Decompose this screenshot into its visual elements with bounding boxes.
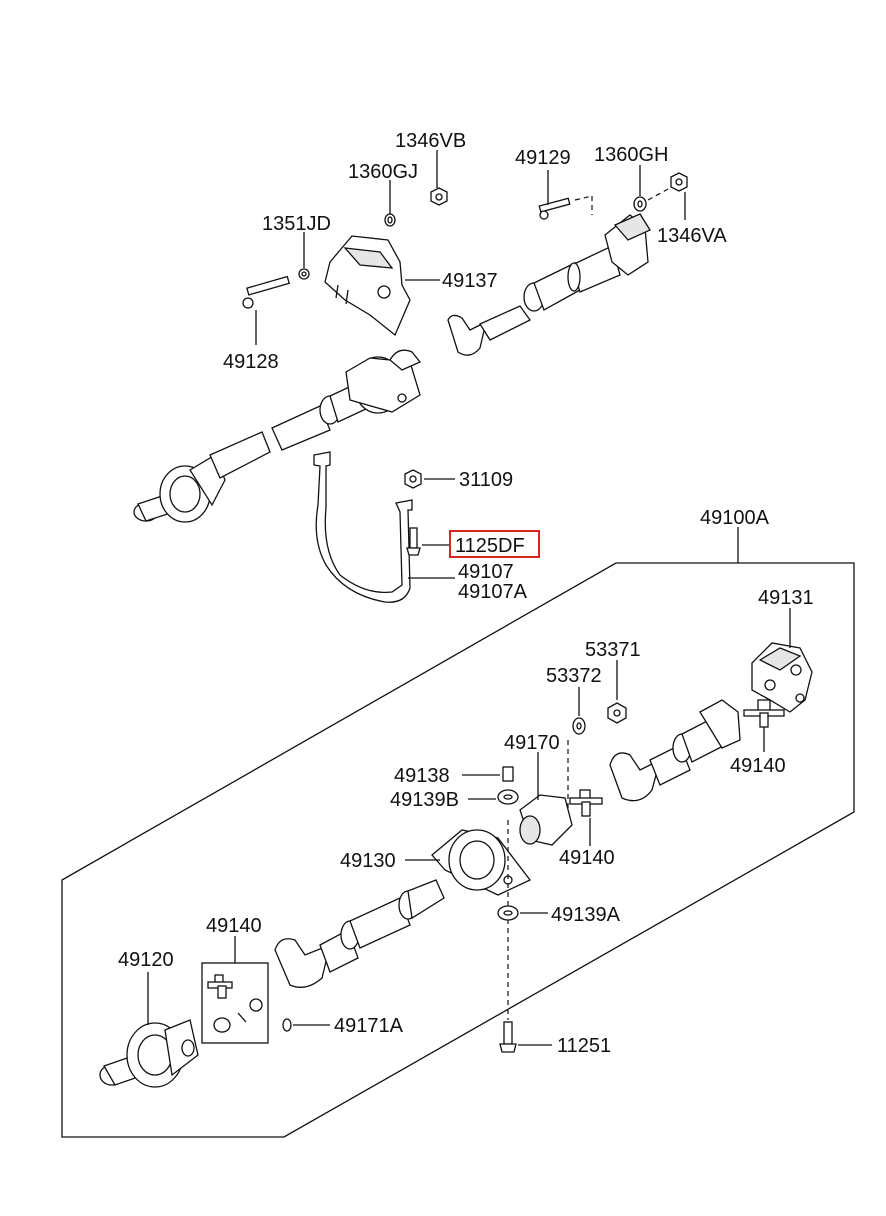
label-49171A: 49171A — [334, 1015, 404, 1037]
nut-31109 — [404, 469, 422, 489]
label-49140-upper: 49140 — [730, 755, 786, 777]
washer-1360GJ — [384, 213, 396, 227]
bolt-49128 — [242, 275, 291, 309]
nut-1346VB — [430, 187, 448, 206]
bolt-1125DF — [406, 527, 421, 556]
label-49130: 49130 — [340, 850, 396, 872]
label-49100A: 49100A — [700, 507, 770, 529]
rear-shaft-lower — [609, 699, 741, 802]
universal-joint-49140-mid — [569, 789, 603, 817]
label-49107: 49107 — [458, 561, 514, 583]
front-shaft-upper — [133, 349, 422, 523]
washer-1351JD — [298, 268, 310, 280]
flange-yoke-49131 — [751, 642, 813, 713]
washer-53372 — [572, 717, 586, 735]
label-1346VA: 1346VA — [657, 225, 727, 247]
label-1360GH: 1360GH — [594, 144, 669, 166]
highlight-box-1125DF — [449, 530, 540, 558]
label-49129: 49129 — [515, 147, 571, 169]
label-1346VB: 1346VB — [395, 130, 466, 152]
washer-1360GH — [633, 196, 647, 212]
label-53371: 53371 — [585, 639, 641, 661]
assembly-boundary-49100A — [61, 562, 855, 1138]
bolt-11251 — [499, 1021, 517, 1053]
rear-shaft-upper — [447, 213, 651, 356]
nut-53371 — [607, 702, 627, 724]
dash-49129 — [574, 195, 593, 201]
dash-1346VA — [647, 187, 671, 201]
label-1125DF: 1125DF — [455, 535, 525, 557]
bush-49139A — [497, 905, 519, 921]
label-49137: 49137 — [442, 270, 498, 292]
label-31109: 31109 — [459, 469, 513, 491]
snap-ring-49171A — [282, 1018, 292, 1032]
flange-yoke-49170 — [519, 794, 573, 846]
label-11251: 11251 — [557, 1035, 611, 1057]
universal-joint-49140-lower — [207, 974, 263, 1033]
label-49107A: 49107A — [458, 581, 528, 603]
strap-49107 — [313, 451, 413, 603]
center-bearing-49130 — [431, 829, 532, 896]
grease-fitting-49138 — [502, 766, 514, 782]
label-49128: 49128 — [223, 351, 279, 373]
label-49139B: 49139B — [390, 789, 459, 811]
label-49140-mid: 49140 — [559, 847, 615, 869]
label-1360GJ: 1360GJ — [348, 161, 418, 183]
front-shaft-lower — [99, 879, 445, 1088]
bolt-49129 — [538, 197, 571, 220]
label-49131: 49131 — [758, 587, 814, 609]
label-49140-lower: 49140 — [206, 915, 262, 937]
label-49120: 49120 — [118, 949, 174, 971]
nut-1346VA — [670, 172, 688, 192]
label-49170: 49170 — [504, 732, 560, 754]
label-49139A: 49139A — [551, 904, 621, 926]
label-53372: 53372 — [546, 665, 602, 687]
label-1351JD: 1351JD — [262, 213, 331, 235]
bush-49139B — [497, 789, 519, 805]
label-49138: 49138 — [394, 765, 450, 787]
center-bearing-bracket-49137 — [324, 235, 411, 337]
